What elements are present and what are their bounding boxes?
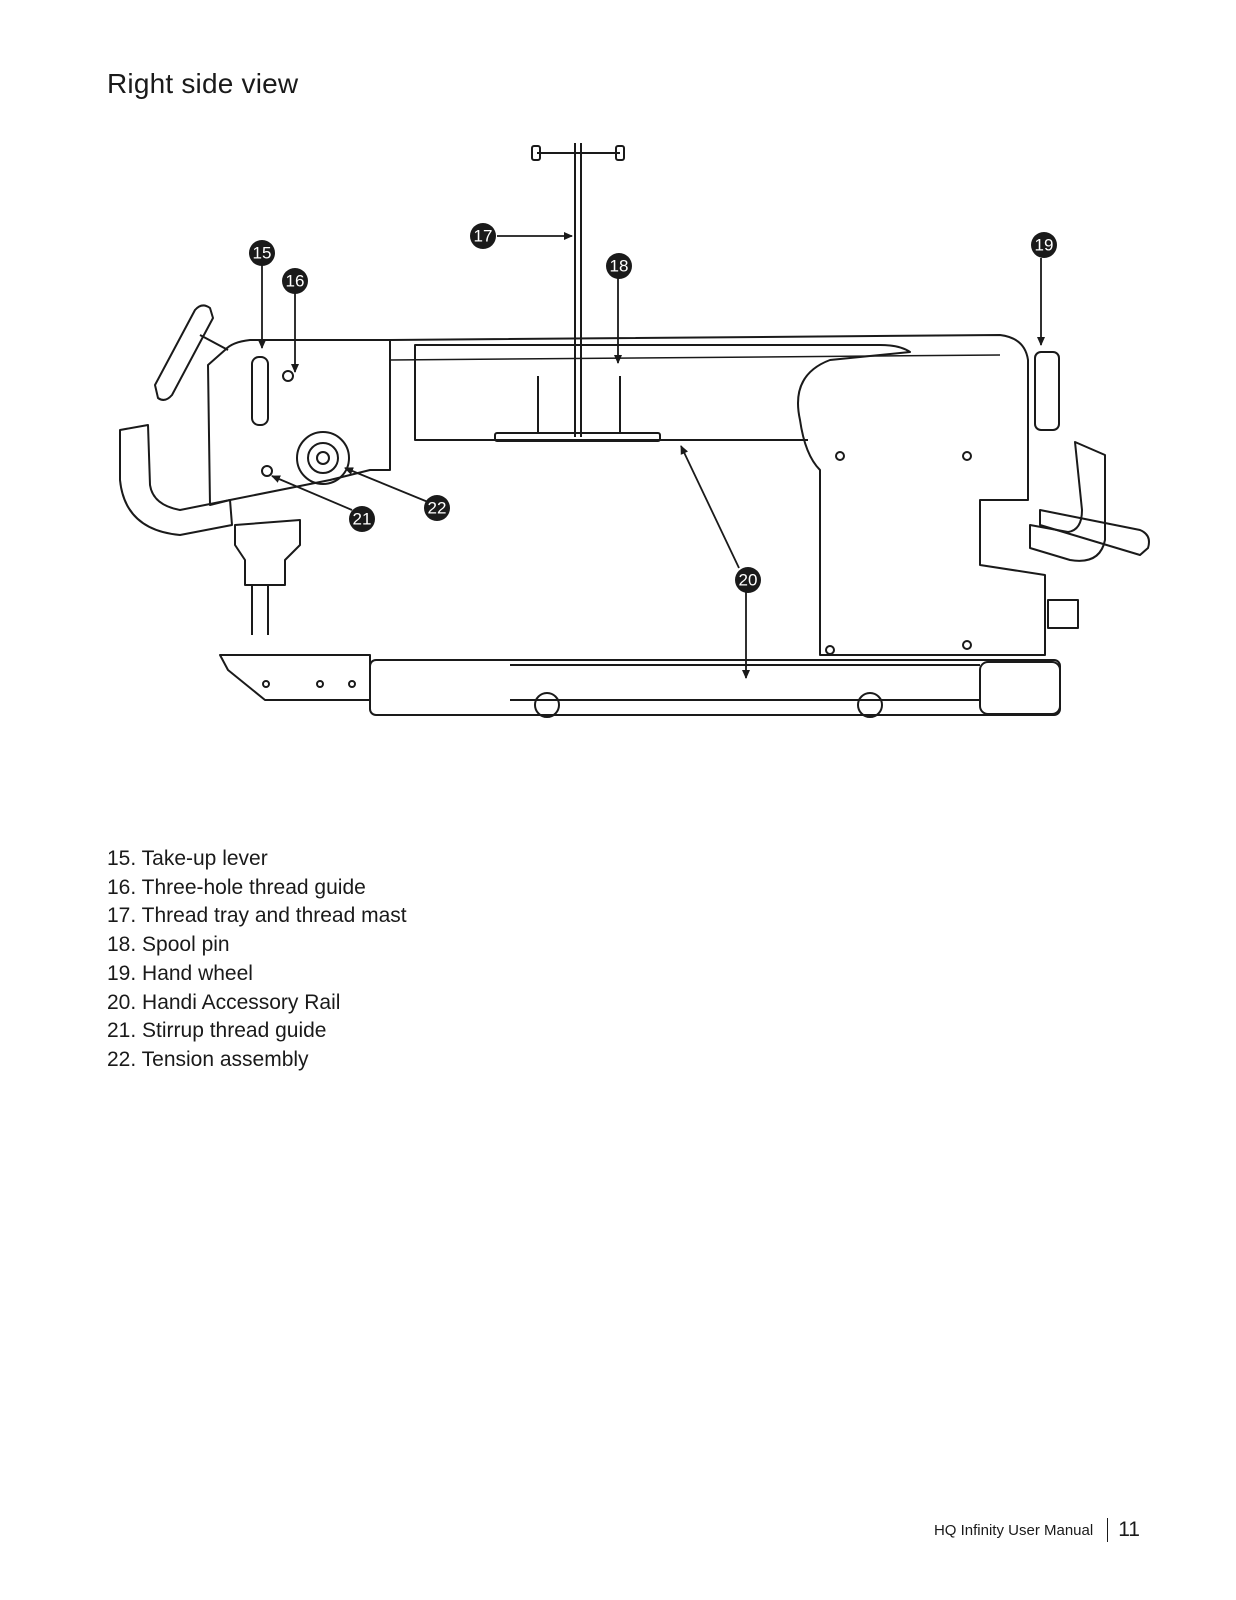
tension-assembly-shape: [296, 431, 350, 485]
page-number: 11: [1118, 1518, 1140, 1541]
machine-arm: [389, 334, 1046, 656]
needle-foot: [234, 519, 301, 635]
machine-head: [207, 339, 391, 506]
hand-wheel-shape: [1034, 351, 1060, 431]
callout-20-label: 20: [739, 571, 758, 590]
page-footer: HQ Infinity User Manual 11: [934, 1518, 1140, 1542]
callout-17: 17: [470, 223, 496, 249]
three-hole-guide-shape: [282, 370, 294, 382]
leader-20-upper: [680, 445, 740, 569]
callout-17-label: 17: [474, 227, 493, 246]
callout-22: 22: [424, 495, 450, 521]
list-item: 22. Tension assembly: [107, 1047, 309, 1071]
right-handle: [1029, 441, 1106, 562]
callout-21-label: 21: [353, 510, 372, 529]
leader-22: [344, 467, 429, 503]
machine-diagram: 15 16 17 18 19 20 21 22: [119, 143, 1150, 718]
callout-22-label: 22: [428, 499, 447, 518]
callout-19: 19: [1031, 232, 1057, 258]
list-item: 18. Spool pin: [107, 933, 230, 957]
page-title: Right side view: [107, 68, 299, 99]
callout-16: 16: [282, 268, 308, 294]
callout-18: 18: [606, 253, 632, 279]
parts-list: 15. Take-up lever 16. Three-hole thread …: [107, 845, 407, 1075]
manual-title: HQ Infinity User Manual: [933, 1521, 1094, 1539]
thread-tray: [494, 376, 661, 442]
callout-19-label: 19: [1035, 236, 1054, 255]
thread-mast: [531, 143, 625, 437]
take-up-lever-slot: [251, 356, 269, 426]
callout-18-label: 18: [610, 257, 629, 276]
machine-base: [219, 654, 1061, 718]
list-item: 16. Three-hole thread guide: [107, 875, 366, 899]
stirrup-guide-shape: [261, 465, 273, 477]
machine-illustration: [119, 143, 1150, 718]
callout-20: 20: [735, 567, 761, 593]
left-handle: [119, 424, 233, 536]
list-item: 20. Handi Accessory Rail: [107, 990, 341, 1014]
list-item: 19. Hand wheel: [107, 961, 253, 985]
list-item: 17. Thread tray and thread mast: [107, 904, 407, 928]
left-display: [154, 304, 229, 401]
leader-lines: [258, 232, 1045, 679]
right-display: [1039, 509, 1150, 556]
footer-divider: [1107, 1518, 1109, 1542]
leader-21: [271, 475, 353, 511]
list-item: 21. Stirrup thread guide: [107, 1019, 327, 1043]
callout-21: 21: [349, 506, 375, 532]
list-item: 15. Take-up lever: [107, 847, 268, 870]
callout-15-label: 15: [253, 244, 272, 263]
right-connector: [1047, 599, 1079, 629]
callout-16-label: 16: [286, 272, 305, 291]
callout-15: 15: [249, 240, 275, 266]
